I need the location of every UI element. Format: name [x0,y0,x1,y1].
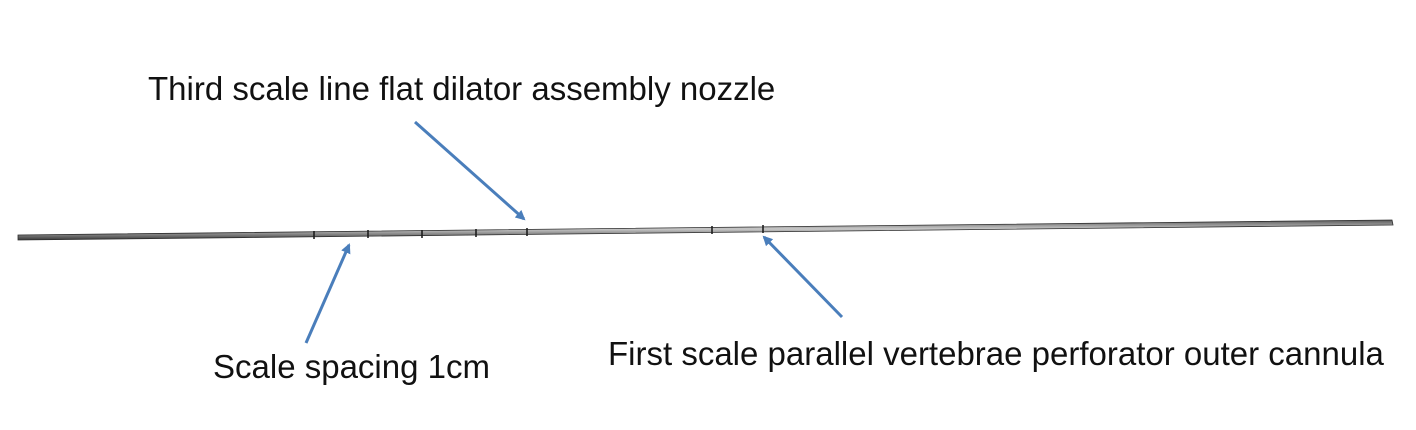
arrow-first-scale [762,235,844,319]
arrow-third-scale [414,120,526,221]
scale-marks [313,225,764,239]
label-third-scale: Third scale line flat dilator assembly n… [148,70,776,107]
label-first-scale: First scale parallel vertebrae perforato… [608,335,1384,372]
arrow-scale-spacing [304,243,351,344]
label-scale-spacing: Scale spacing 1cm [213,348,490,385]
rod [17,219,1394,241]
